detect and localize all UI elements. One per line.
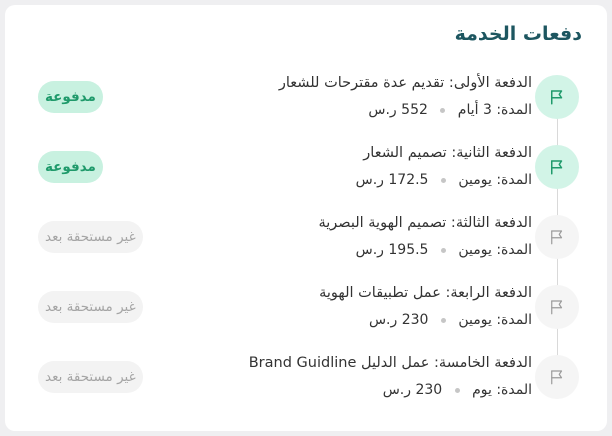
separator-dot	[440, 107, 446, 113]
duration-label: المدة:	[496, 382, 532, 398]
separator-dot	[440, 177, 446, 183]
duration-value: 3 أيام	[457, 102, 492, 118]
payment-name: الدفعة الرابعة: عمل تطبيقات الهوية	[319, 285, 532, 301]
payment-row: الدفعة الأولى: تقديم عدة مقترحات للشعار …	[5, 72, 607, 142]
payment-meta: المدة: يوم 230 ر.س	[112, 379, 532, 401]
payment-meta: المدة: يومين 195.5 ر.س	[112, 239, 532, 261]
separator-dot	[454, 387, 460, 393]
step-status-circle	[535, 75, 579, 119]
step-status-circle	[535, 355, 579, 399]
duration-label: المدة:	[496, 102, 532, 118]
status-badge: غير مستحقة بعد	[38, 221, 143, 253]
duration-value: يومين	[458, 242, 492, 258]
payment-meta: المدة: يومين 230 ر.س	[112, 309, 532, 331]
payment-name: الدفعة الخامسة: عمل الدليل Brand Guidlin…	[248, 355, 532, 371]
step-status-circle	[535, 215, 579, 259]
payment-row: الدفعة الثالثة: تصميم الهوية البصرية الم…	[5, 212, 607, 282]
status-badge: مدفوعة	[38, 81, 103, 113]
flag-icon	[551, 90, 563, 105]
payment-meta: المدة: يومين 172.5 ر.س	[112, 169, 532, 191]
service-payments-card: دفعات الخدمة الدفعة الأولى: تقديم عدة مق…	[5, 5, 607, 431]
duration-label: المدة:	[496, 312, 532, 328]
flag-icon	[551, 300, 563, 315]
payment-amount: 552 ر.س	[368, 102, 428, 118]
payment-amount: 230 ر.س	[368, 312, 429, 328]
payment-name: الدفعة الثالثة: تصميم الهوية البصرية	[318, 215, 532, 231]
duration-label: المدة:	[496, 172, 532, 188]
flag-icon	[551, 160, 563, 175]
step-status-circle	[535, 285, 579, 329]
duration-label: المدة:	[496, 242, 532, 258]
status-badge: مدفوعة	[38, 151, 103, 183]
separator-dot	[440, 247, 446, 253]
section-title: دفعات الخدمة	[454, 23, 582, 45]
duration-value: يوم	[472, 382, 492, 398]
payment-name: الدفعة الثانية: تصميم الشعار	[363, 145, 532, 161]
status-badge: غير مستحقة بعد	[38, 291, 143, 323]
duration-value: يومين	[458, 172, 492, 188]
payment-amount: 230 ر.س	[382, 382, 443, 398]
payment-row: الدفعة الثانية: تصميم الشعار المدة: يومي…	[5, 142, 607, 212]
step-status-circle	[535, 145, 579, 189]
payment-row: الدفعة الرابعة: عمل تطبيقات الهوية المدة…	[5, 282, 607, 352]
flag-icon	[551, 370, 563, 385]
payment-amount: 195.5 ر.س	[355, 242, 429, 258]
separator-dot	[440, 317, 446, 323]
duration-value: يومين	[458, 312, 492, 328]
payment-amount: 172.5 ر.س	[355, 172, 429, 188]
payment-meta: المدة: 3 أيام 552 ر.س	[112, 99, 532, 121]
status-badge: غير مستحقة بعد	[38, 361, 143, 393]
payment-name: الدفعة الأولى: تقديم عدة مقترحات للشعار	[278, 75, 532, 91]
payment-row: الدفعة الخامسة: عمل الدليل Brand Guidlin…	[5, 352, 607, 422]
flag-icon	[551, 230, 563, 245]
